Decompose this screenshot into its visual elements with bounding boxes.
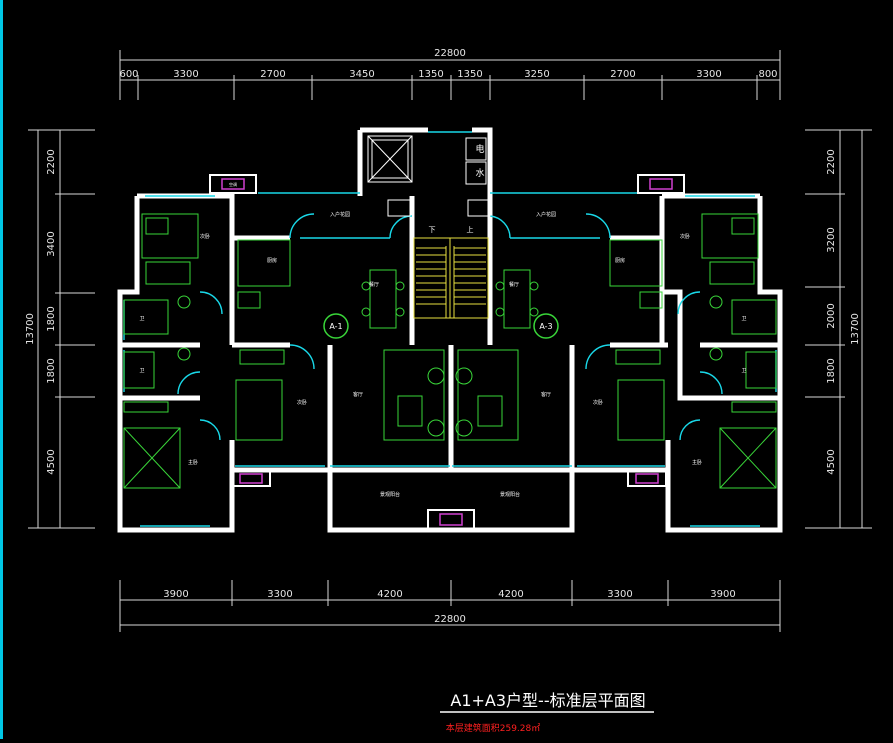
unit-a3-label: A-3 (539, 322, 552, 331)
top-segment-label: 3300 (696, 69, 721, 80)
room-label-bedroom-right-1: 次卧 (680, 233, 690, 240)
top-segment-label: 600 (119, 69, 138, 80)
stair-down-label: 下 (429, 226, 436, 234)
bottom-segment-label: 3900 (710, 589, 735, 600)
ac-units (209, 174, 685, 531)
room-label-bedroom-right-2: 次卧 (593, 399, 603, 406)
right-segment-label: 4500 (826, 449, 837, 474)
top-segment-label: 1350 (418, 69, 443, 80)
right-total-dimension: 13700 (850, 313, 861, 345)
room-label-living-right: 客厅 (541, 391, 551, 398)
room-label-toilet-left-2: 卫 (139, 368, 144, 374)
right-segment-label: 2000 (826, 303, 837, 328)
right-dimension-lines (805, 129, 872, 529)
top-segment-label: 2700 (610, 69, 635, 80)
viewport-left-edge (0, 0, 3, 739)
room-label-bedroom-left-2: 次卧 (297, 399, 307, 406)
core-doors (387, 199, 491, 217)
left-segment-label: 2200 (46, 149, 57, 174)
top-segment-label: 3300 (173, 69, 198, 80)
bottom-segment-labels: 3900 3300 4200 4200 3300 3900 (163, 589, 735, 600)
right-segment-label: 2200 (826, 149, 837, 174)
floor-area-note: 本层建筑面积259.28㎡ (446, 722, 541, 734)
unit-a1-label: A-1 (329, 322, 342, 331)
unit-a1-marker (323, 313, 349, 339)
top-segment-label: 800 (758, 69, 777, 80)
top-segment-label: 2700 (260, 69, 285, 80)
left-segment-label: 3400 (46, 231, 57, 256)
bottom-dimension-lines (119, 580, 781, 632)
electric-shaft-label: 电 (475, 143, 484, 155)
top-segment-labels: 600 3300 2700 3450 1350 1350 3250 2700 3… (119, 69, 777, 80)
room-label-kitchen-left: 厨房 (267, 257, 277, 264)
room-label-toilet-right-1: 卫 (741, 316, 746, 322)
left-unit-furniture (123, 213, 445, 489)
elevator-shaft (367, 135, 413, 183)
bottom-segment-label: 3300 (607, 589, 632, 600)
room-label-balcony-right: 景观阳台 (500, 491, 520, 498)
top-dimension-lines (119, 50, 781, 100)
room-label-toilet-right-2: 卫 (741, 368, 746, 374)
room-label-master-left: 主卧 (188, 459, 198, 466)
right-segment-label: 1800 (826, 358, 837, 383)
room-label-balcony-left: 景观阳台 (380, 491, 400, 498)
room-label-entry-right: 入户花园 (536, 211, 556, 218)
top-segment-label: 1350 (457, 69, 482, 80)
bottom-segment-label: 3300 (267, 589, 292, 600)
room-label-entry-left: 入户花园 (330, 211, 350, 218)
right-segment-labels: 2200 3200 2000 1800 4500 (826, 149, 837, 474)
top-segment-label: 3450 (349, 69, 374, 80)
room-label-living-left: 客厅 (353, 391, 363, 398)
door-swings (177, 213, 723, 441)
left-segment-labels: 2200 3400 1800 1800 4500 (46, 149, 57, 474)
bottom-total-dimension: 22800 (434, 614, 466, 625)
room-label-toilet-left-1: 卫 (139, 316, 144, 322)
right-unit-furniture (455, 213, 777, 489)
stair-steps (416, 247, 486, 305)
room-label-kitchen-right: 厨房 (615, 257, 625, 264)
room-label-dining-right: 餐厅 (509, 281, 519, 288)
left-segment-label: 4500 (46, 449, 57, 474)
bottom-segment-label: 3900 (163, 589, 188, 600)
unit-a3-marker (533, 313, 559, 339)
bottom-segment-label: 4200 (498, 589, 523, 600)
left-dimension-lines (28, 129, 95, 529)
room-label-bedroom-left-1: 次卧 (200, 233, 210, 240)
shaft-boxes (465, 137, 487, 185)
right-segment-label: 3200 (826, 227, 837, 252)
top-total-dimension: 22800 (434, 48, 466, 59)
ac-label: 空调 (229, 181, 237, 187)
room-label-dining-left: 餐厅 (369, 281, 379, 288)
water-shaft-label: 水 (475, 167, 484, 179)
exterior-walls (117, 127, 783, 533)
stair-up-label: 上 (467, 225, 474, 234)
left-total-dimension: 13700 (25, 313, 36, 345)
staircase (413, 237, 489, 319)
bottom-segment-label: 4200 (377, 589, 402, 600)
room-label-master-right: 主卧 (692, 459, 702, 466)
left-segment-label: 1800 (46, 306, 57, 331)
drawing-title: A1+A3户型--标准层平面图 (450, 691, 645, 710)
left-segment-label: 1800 (46, 358, 57, 383)
top-segment-label: 3250 (524, 69, 549, 80)
